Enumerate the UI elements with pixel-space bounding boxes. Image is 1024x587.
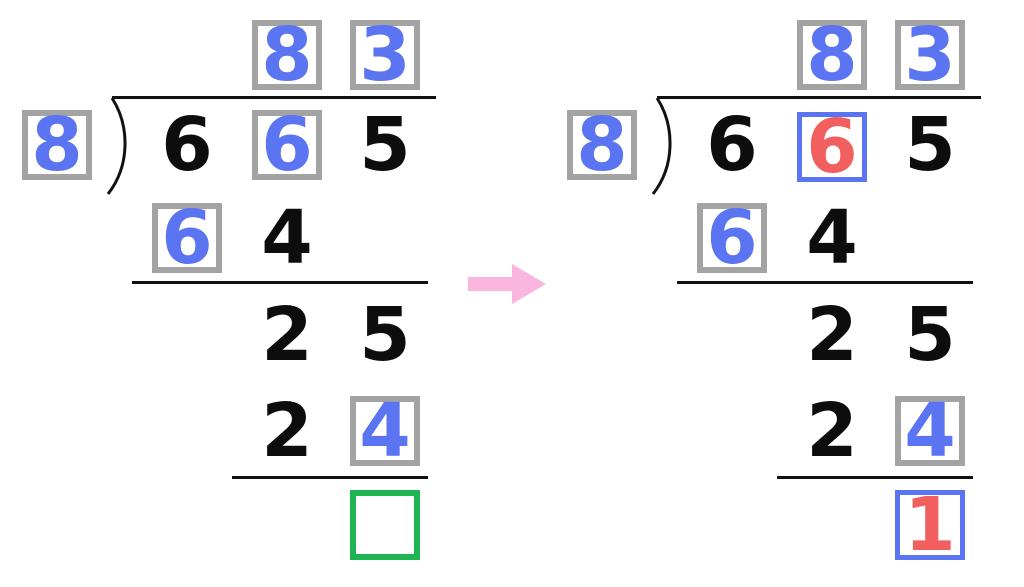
dividend-digit-tens: 6 [797,110,867,184]
difference-digit-ones: 5 [359,292,411,378]
product2-digit-tens: 2 [806,388,858,474]
product2-digit-ones: 4 [350,394,420,468]
dividend-digit-ones: 5 [904,102,956,188]
subtraction-line-2 [777,476,973,479]
divisor-digit: 8 [567,108,637,182]
dividend-digit-tens: 6 [252,108,322,182]
division-bracket [651,97,672,195]
subtraction-line-1 [677,281,973,284]
difference-digit-ones: 5 [904,292,956,378]
product-digit-ones: 4 [806,195,858,281]
division-right: 8 3 8 6 6 5 6 4 2 5 2 4 1 [545,0,1024,587]
product-digit-tens: 6 [697,201,767,275]
remainder-digit: 1 [895,488,965,562]
quotient-digit-ones: 3 [895,18,965,92]
difference-digit-tens: 2 [806,292,858,378]
quotient-digit-tens: 8 [252,18,322,92]
quotient-digit-ones: 3 [350,18,420,92]
dividend-digit-ones: 5 [359,102,411,188]
dividend-digit-hundreds: 6 [161,102,213,188]
dividend-digit-hundreds: 6 [706,102,758,188]
quotient-digit-tens: 8 [797,18,867,92]
subtraction-line-1 [132,281,428,284]
product2-digit-ones: 4 [895,394,965,468]
product2-digit-tens: 2 [261,388,313,474]
division-bracket [106,97,127,195]
remainder-empty-box [350,490,420,560]
right-arrow-icon [468,264,546,304]
divisor-digit: 8 [22,108,92,182]
division-bar [657,96,981,99]
product-digit-ones: 4 [261,195,313,281]
difference-digit-tens: 2 [261,292,313,378]
division-bar [112,96,436,99]
division-left: 8 3 8 6 6 5 6 4 2 5 2 4 [22,18,436,560]
product-digit-tens: 6 [152,201,222,275]
subtraction-line-2 [232,476,428,479]
